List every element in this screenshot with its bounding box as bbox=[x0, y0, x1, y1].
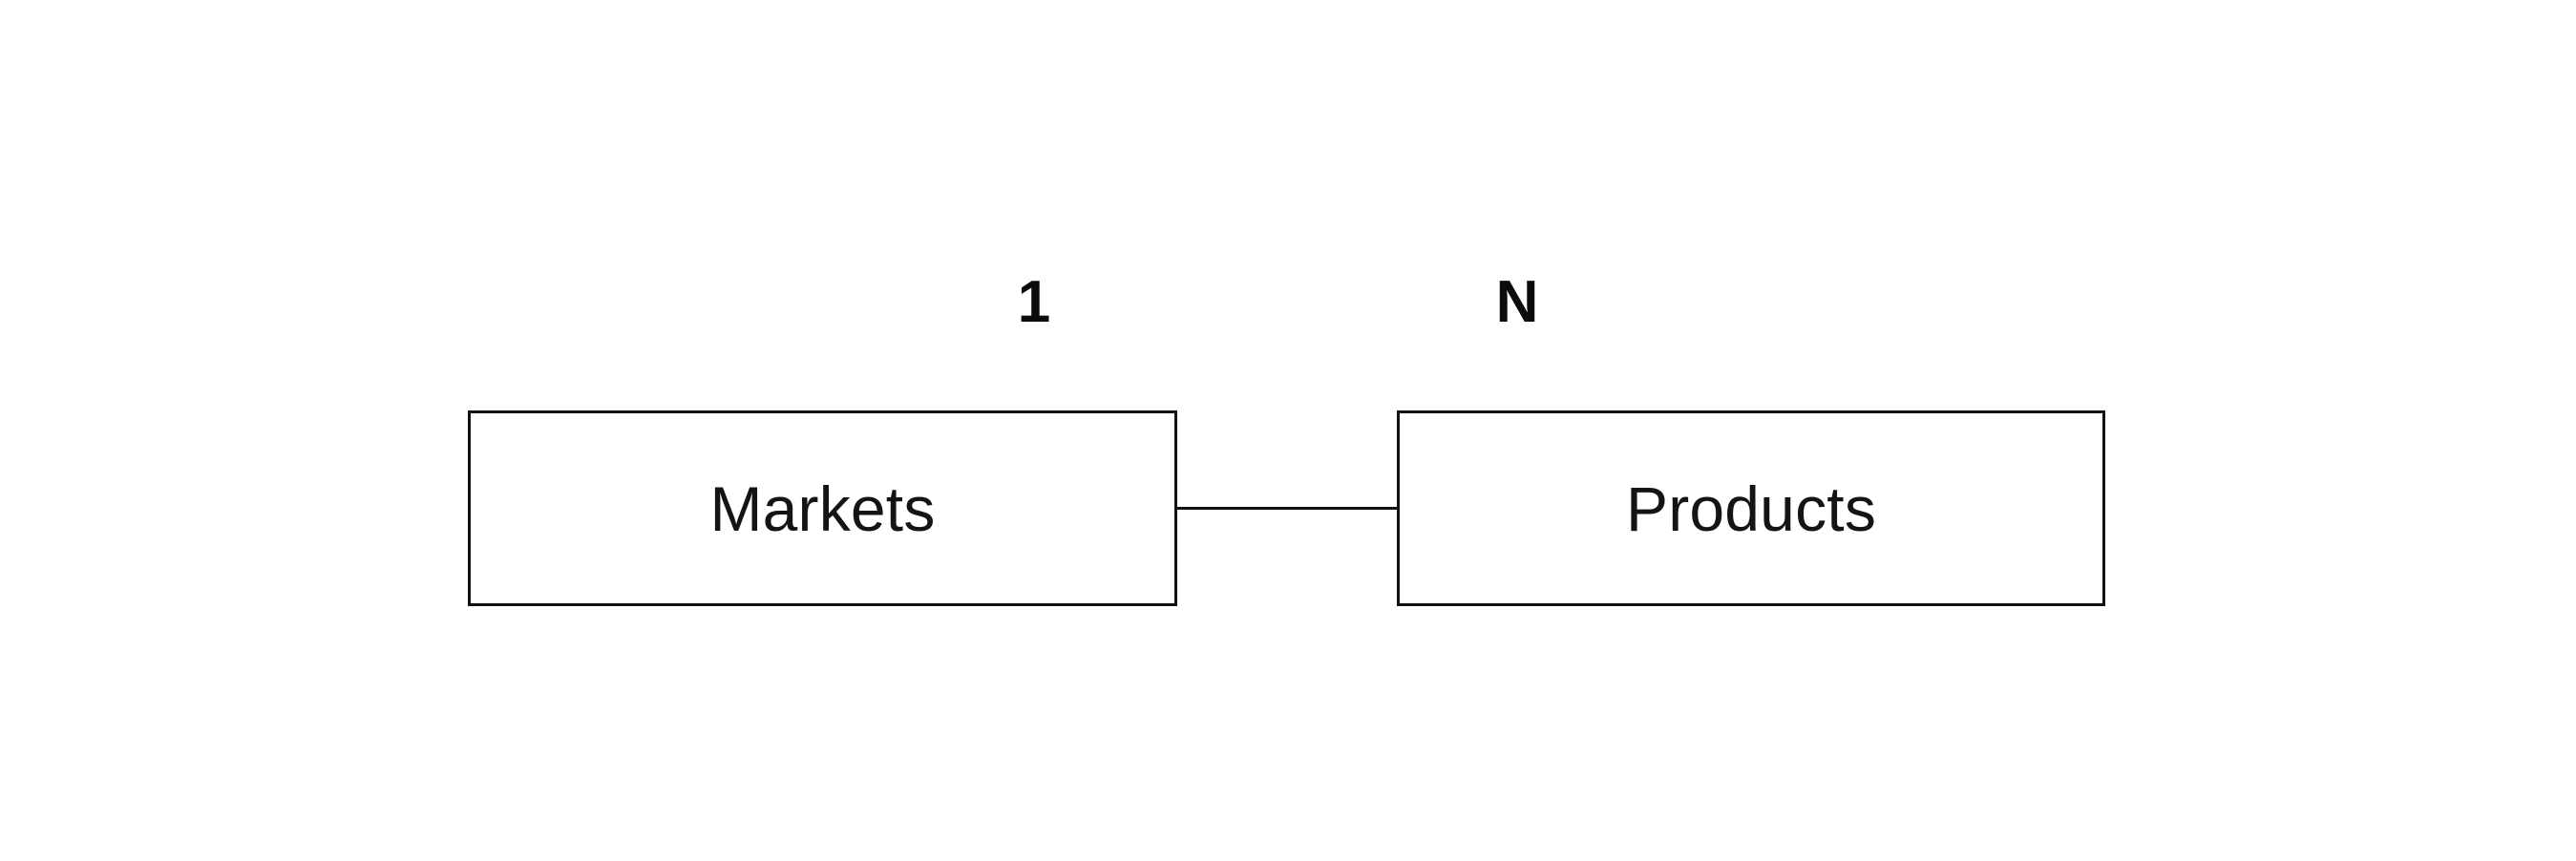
cardinality-label-target: N bbox=[1495, 269, 1539, 335]
entity-label-markets: Markets bbox=[709, 472, 936, 544]
cardinality-label-source: 1 bbox=[1017, 269, 1051, 335]
entity-label-products: Products bbox=[1625, 472, 1877, 544]
entity-box-products[interactable]: Products bbox=[1397, 410, 2105, 606]
entity-box-markets[interactable]: Markets bbox=[468, 410, 1177, 606]
relationship-connector-line bbox=[1175, 507, 1399, 510]
